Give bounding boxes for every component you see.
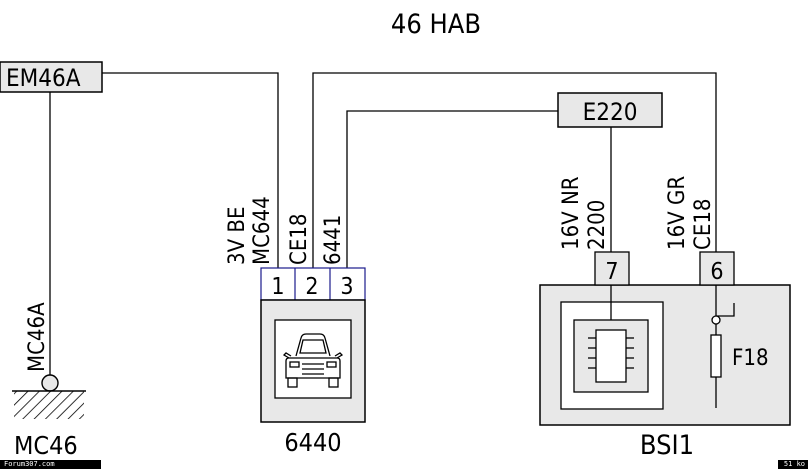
file-size-note: 51 ko [778, 460, 808, 469]
wire-mc644 [102, 72, 279, 268]
bsi-pin-7-box [594, 251, 630, 286]
wire-ce18 [312, 72, 717, 268]
component-6440-name: 6440 [284, 428, 341, 457]
ground-name: MC46 [14, 431, 78, 460]
component-bsi1: 16V NR 2200 16V GR CE18 7 6 [539, 176, 791, 461]
wire-label-code-2: CE18 [287, 213, 312, 265]
wire-label-code-1: MC644 [250, 196, 275, 265]
fuse-label: F18 [732, 346, 769, 371]
connector-e220-label: E220 [583, 98, 638, 126]
bsi-pin-6: 6 [710, 259, 723, 285]
ground-wire-label: MC46A [25, 302, 50, 372]
bsi-wire-label-code-6: CE18 [691, 198, 716, 250]
wire-label-color-1: 3V BE [225, 207, 250, 266]
pin-1: 1 [271, 274, 284, 300]
chip-icon [588, 329, 634, 383]
ground-mc46: MC46A MC46 [12, 302, 86, 460]
wire-6441 [346, 110, 558, 268]
bsi-wire-label-color-7: 16V NR [559, 176, 584, 250]
ground-node [41, 374, 59, 392]
connector-em46a: EM46A [0, 61, 103, 93]
diagram-title: 46 HAB [391, 9, 481, 40]
pin-3: 3 [340, 274, 353, 300]
forum-credit: Forum307.com [0, 460, 101, 469]
pin-2: 2 [305, 274, 318, 300]
bsi-wire-label-code-7: 2200 [585, 200, 610, 250]
connector-e220: E220 [557, 92, 663, 128]
bsi-name: BSI1 [640, 430, 694, 461]
ground-hatch [14, 391, 84, 419]
fuse-f18 [710, 285, 735, 408]
pin-block [260, 267, 366, 301]
wire-label-code-3: 6441 [321, 215, 346, 265]
bsi-wire-label-color-6: 16V GR [665, 176, 690, 250]
connector-em46a-label: EM46A [6, 64, 81, 92]
bsi-pin-7: 7 [605, 259, 618, 285]
car-front-icon [282, 333, 344, 388]
bsi-pin-6-box [699, 251, 735, 286]
wires [49, 72, 717, 376]
component-6440: 3V BE MC644 CE18 6441 1 2 3 6440 [225, 196, 366, 457]
